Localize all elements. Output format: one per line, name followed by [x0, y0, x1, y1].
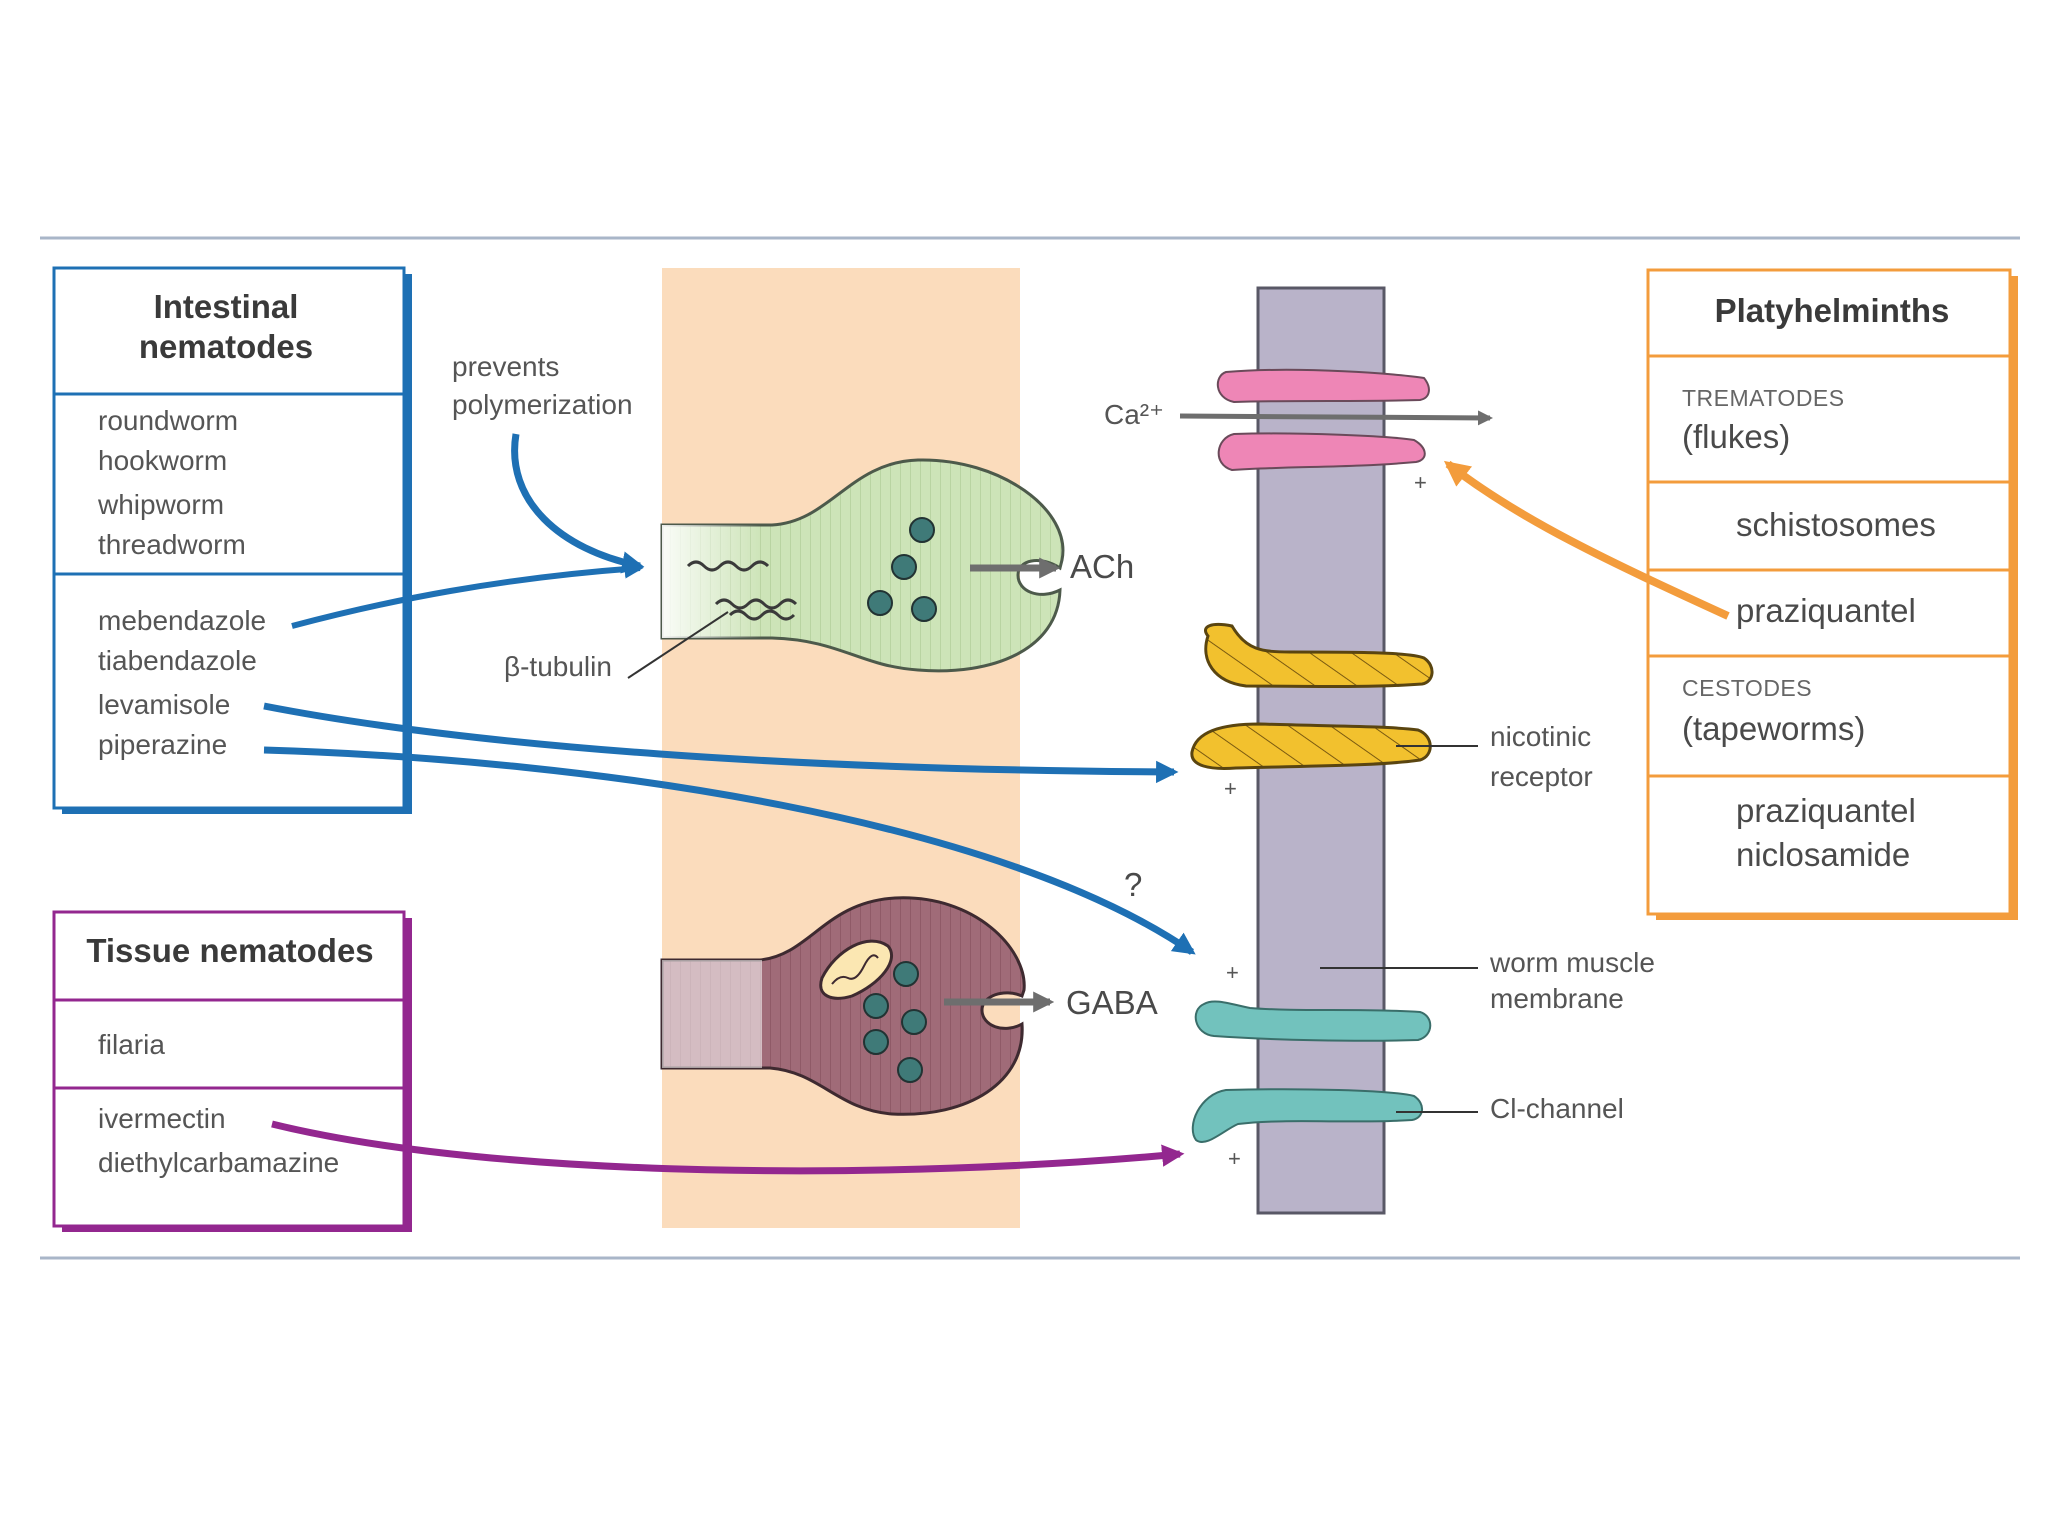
worm-roundworm: roundworm: [98, 405, 238, 436]
ach-vesicle: [891, 554, 917, 580]
calcium-channel: [1216, 368, 1430, 404]
gaba-nerve-terminal: [660, 896, 1026, 1116]
nicotinic-receptor: [1204, 622, 1434, 688]
trematodes-subtitle: (flukes): [1682, 418, 1790, 455]
platy-schistosomes: schistosomes: [1736, 506, 1936, 543]
worm-filaria: filaria: [98, 1029, 165, 1060]
tissue-nematodes-box: Tissue nematodes filaria ivermectin diet…: [52, 910, 412, 1232]
gaba-vesicle: [893, 961, 919, 987]
mitochondrion-cristae: [831, 954, 879, 985]
tissue-title: Tissue nematodes: [86, 932, 373, 969]
ach-vesicle: [867, 590, 893, 616]
mebendazole-arrow: [291, 559, 644, 629]
cestode-drug-niclosamide: niclosamide: [1736, 836, 1910, 873]
intestinal-title-line2: nematodes: [139, 328, 313, 365]
levamisole-arrow: [263, 702, 1179, 784]
worm-threadworm: threadworm: [98, 529, 246, 560]
tubulin-filament: [686, 560, 770, 572]
cestode-drug-praziquantel: praziquantel: [1736, 792, 1916, 829]
drug-tiabendazole: tiabendazole: [98, 645, 257, 676]
calcium-flow-arrow: [1179, 410, 1493, 426]
plus-sign: +: [1414, 470, 1427, 495]
gaba-vesicle: [863, 1029, 889, 1055]
plus-sign: +: [1226, 960, 1239, 985]
trematodes-heading: TREMATODES: [1682, 385, 1845, 411]
piperazine-arrow: [263, 746, 1196, 955]
platyhelminths-title: Platyhelminths: [1715, 292, 1950, 329]
praziquantel-arrow: [1443, 460, 1730, 620]
membrane-label-line1: worm muscle: [1489, 947, 1655, 978]
platy-drug-praziquantel: praziquantel: [1736, 592, 1916, 629]
worm-hookworm: hookworm: [98, 445, 227, 476]
chloride-channel: [1194, 1000, 1432, 1042]
gaba-vesicle: [863, 993, 889, 1019]
cestodes-heading: CESTODES: [1682, 675, 1812, 701]
platyhelminths-box: Platyhelminths TREMATODES (flukes) schis…: [1646, 268, 2018, 920]
chloride-channel: [1191, 1088, 1423, 1143]
membrane-label-line2: membrane: [1490, 983, 1624, 1014]
nicotinic-label-line1: nicotinic: [1490, 721, 1591, 752]
drug-ivermectin: ivermectin: [98, 1103, 226, 1134]
intestinal-nematodes-box: Intestinal nematodes roundworm hookworm …: [52, 266, 412, 814]
nicotinic-label-line2: receptor: [1490, 761, 1593, 792]
drug-diethylcarbamazine: diethylcarbamazine: [98, 1147, 339, 1178]
gaba-label: GABA: [1066, 984, 1158, 1021]
ach-label: ACh: [1070, 548, 1134, 585]
intestinal-title-line1: Intestinal: [154, 288, 299, 325]
gaba-vesicle: [901, 1009, 927, 1035]
question-mark: ?: [1124, 866, 1142, 903]
tubulin-leader: [627, 611, 729, 679]
tubulin-filament: [714, 598, 798, 610]
prevents-label-line1: prevents: [452, 351, 559, 382]
drug-mebendazole: mebendazole: [98, 605, 266, 636]
beta-tubulin-label: β-tubulin: [504, 651, 612, 682]
ach-nerve-terminal: [627, 458, 1065, 679]
plus-sign: +: [1224, 776, 1237, 801]
drug-levamisole: levamisole: [98, 689, 230, 720]
ach-vesicle: [911, 596, 937, 622]
calcium-channel: [1217, 432, 1426, 472]
ivermectin-arrow: [271, 1120, 1185, 1175]
cl-channel-label: Cl-channel: [1490, 1093, 1624, 1124]
plus-sign: +: [1228, 1146, 1241, 1171]
drug-piperazine: piperazine: [98, 729, 227, 760]
prevents-polymerization-arrow: [511, 433, 645, 574]
gaba-vesicle: [897, 1057, 923, 1083]
tubulin-filament: [728, 609, 796, 621]
nicotinic-receptor: [1190, 722, 1432, 770]
calcium-label: Ca²⁺: [1104, 399, 1164, 430]
prevents-label-line2: polymerization: [452, 389, 633, 420]
cestodes-subtitle: (tapeworms): [1682, 710, 1865, 747]
ach-vesicle: [909, 517, 935, 543]
worm-whipworm: whipworm: [97, 489, 224, 520]
